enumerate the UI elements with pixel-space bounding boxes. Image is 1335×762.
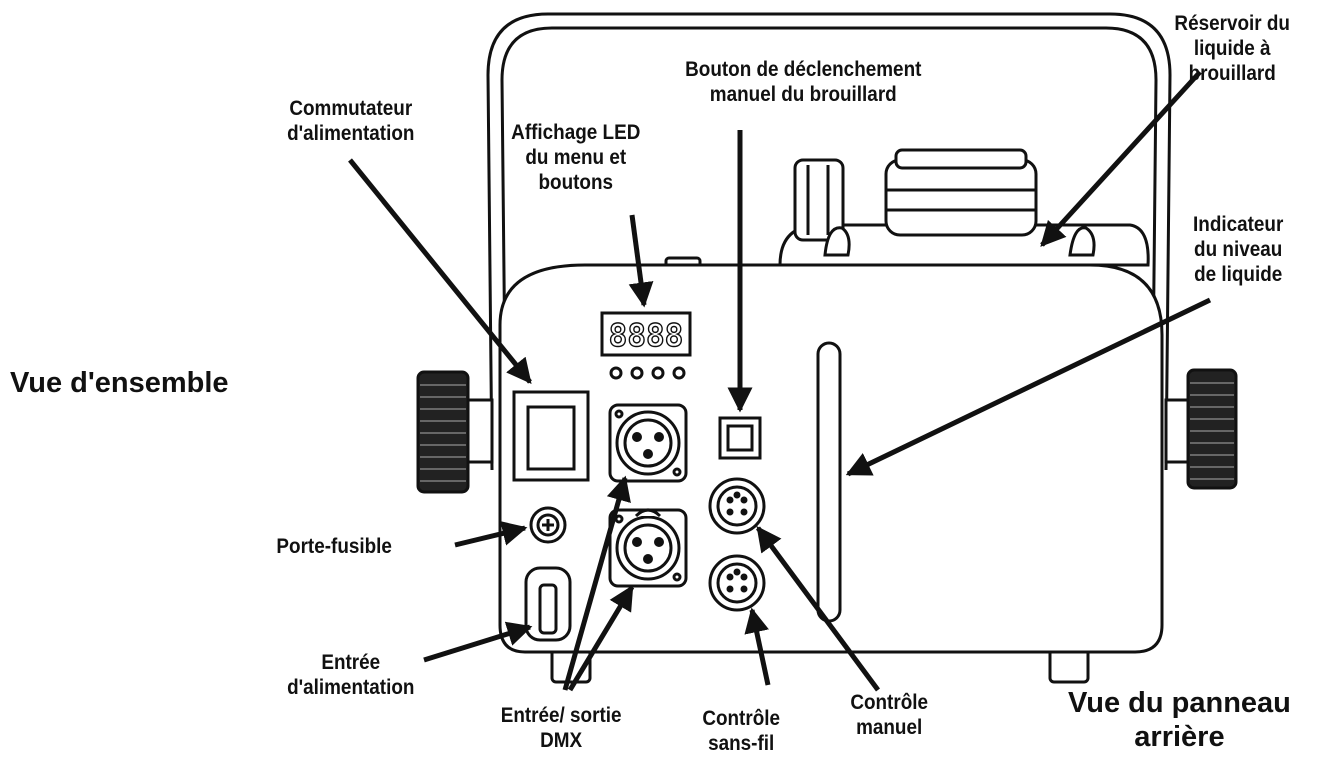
arrow-power-switch — [348, 158, 532, 384]
manual-control-port[interactable] — [708, 477, 766, 535]
manual-control-label-line-1: Contrôle — [850, 691, 929, 714]
rear-view-title: Vue du panneau arrière — [1068, 686, 1291, 754]
rear-view-title-line-1: Vue du panneau — [1068, 687, 1291, 719]
dmx-io-label: Entrée/ sortie DMX — [501, 703, 622, 753]
level-indicator-label-line-3: de liquide — [1194, 263, 1283, 286]
left-knob — [416, 370, 494, 494]
menu-button-1[interactable] — [609, 366, 623, 380]
reservoir-label-line-3: brouillard — [1188, 62, 1276, 85]
manual-control-label: Contrôle manuel — [850, 690, 928, 740]
led-display: 8888 — [600, 311, 692, 357]
reservoir-label-line-2: liquide à — [1193, 37, 1271, 60]
fog-button-label: Bouton de déclenchement manuel du brouil… — [685, 57, 921, 107]
fluid-reservoir — [664, 148, 1150, 272]
arrow-led-display — [628, 214, 654, 308]
wireless-control-label: Contrôle sans-fil — [702, 706, 780, 756]
overview-title: Vue d'ensemble — [10, 366, 229, 400]
fluid-level-window — [816, 341, 842, 623]
wireless-control-label-line-2: sans-fil — [708, 732, 775, 755]
power-switch[interactable] — [512, 390, 590, 482]
fog-button-label-line-1: Bouton de déclenchement — [685, 58, 922, 81]
wireless-control-port[interactable] — [708, 554, 766, 612]
level-indicator-label-line-2: du niveau — [1194, 238, 1283, 261]
rear-view-title-line-2: arrière — [1134, 721, 1225, 753]
menu-button-2[interactable] — [630, 366, 644, 380]
power-input-label: Entrée d'alimentation — [287, 650, 414, 700]
fog-button-label-line-2: manuel du brouillard — [709, 83, 897, 106]
level-indicator-label: Indicateur du niveau de liquide — [1193, 212, 1283, 287]
leader-arrows — [348, 70, 1212, 692]
menu-button-3[interactable] — [651, 366, 665, 380]
power-switch-label: Commutateur d'alimentation — [287, 96, 414, 146]
power-switch-label-line-2: d'alimentation — [287, 122, 415, 145]
led-display-label-line-3: boutons — [538, 171, 614, 194]
power-input-label-line-1: Entrée — [321, 651, 381, 674]
right-knob — [1164, 368, 1238, 490]
arrow-power-input — [423, 621, 533, 663]
menu-button-4[interactable] — [672, 366, 686, 380]
dmx-io-label-line-1: Entrée/ sortie — [500, 704, 622, 727]
led-digits: 8888 — [609, 318, 684, 354]
fuse-holder-label-text: Porte-fusible — [276, 535, 392, 558]
handle-bracket — [486, 12, 1172, 471]
dmx-input-connector[interactable] — [608, 403, 688, 483]
reservoir-label: Réservoir du liquide à brouillard — [1174, 11, 1290, 86]
wireless-control-label-line-1: Contrôle — [702, 707, 781, 730]
arrow-dmx-output — [567, 584, 635, 692]
led-display-label-line-1: Affichage LED — [511, 121, 641, 144]
power-input-label-line-2: d'alimentation — [287, 676, 415, 699]
overview-title-text: Vue d'ensemble — [10, 367, 229, 399]
manual-control-label-line-2: manuel — [856, 716, 923, 739]
menu-buttons[interactable] — [609, 366, 686, 380]
dmx-io-label-line-2: DMX — [540, 729, 583, 752]
power-switch-label-line-1: Commutateur — [289, 97, 413, 120]
fuse-holder-label: Porte-fusible — [276, 534, 392, 559]
arrow-wireless-control — [744, 607, 771, 686]
arrow-reservoir — [1040, 70, 1202, 247]
arrow-level-indicator — [845, 297, 1212, 477]
led-display-label: Affichage LED du menu et boutons — [511, 120, 640, 195]
dmx-output-connector[interactable] — [608, 508, 688, 588]
level-indicator-label-line-1: Indicateur — [1193, 213, 1284, 236]
power-input[interactable] — [524, 566, 572, 642]
fuse-holder[interactable] — [529, 506, 567, 544]
led-display-label-line-2: du menu et — [525, 146, 627, 169]
arrow-fuse-holder — [454, 521, 528, 548]
arrow-dmx-input — [562, 475, 631, 691]
arrow-manual-control — [755, 525, 881, 692]
manual-fog-button[interactable] — [718, 416, 762, 460]
reservoir-label-line-1: Réservoir du — [1174, 12, 1290, 35]
